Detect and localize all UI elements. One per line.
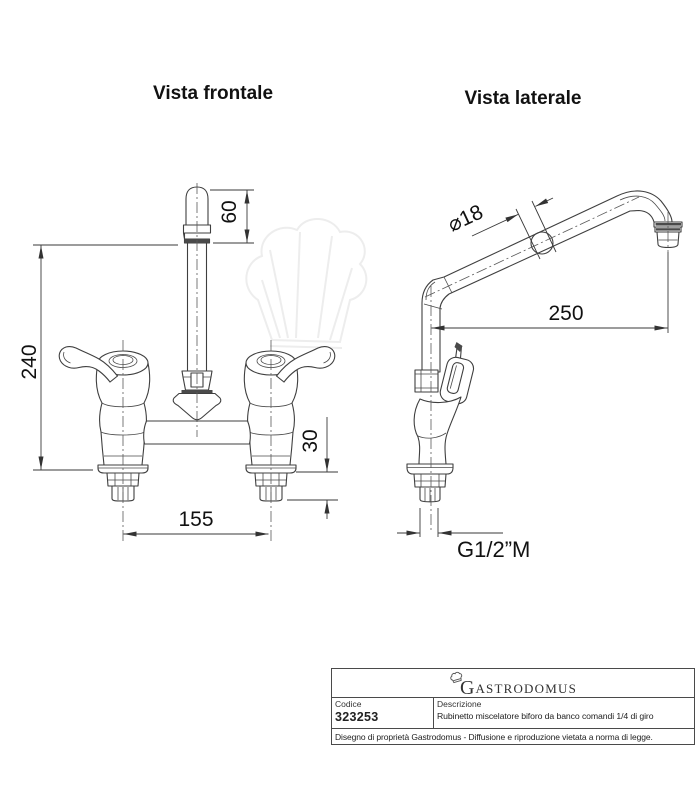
dim-label-thread: G1/2”M	[457, 537, 530, 562]
description-value: Rubinetto miscelatore biforo da banco co…	[437, 711, 654, 721]
swivel-joint	[530, 231, 554, 255]
code-cell: Codice 323253	[332, 698, 434, 728]
code-label: Codice	[335, 699, 362, 709]
disclaimer-text: Disegno di proprietà Gastrodomus - Diffu…	[335, 731, 653, 742]
centerline-spout-axis	[424, 196, 640, 298]
dim-label-30: 30	[299, 429, 322, 452]
dim-label-240: 240	[18, 344, 41, 379]
dimension-250: 250	[431, 252, 669, 333]
chef-hat-icon	[450, 671, 463, 684]
title-block-data-row: Codice 323253 Descrizione Rubinetto misc…	[332, 698, 694, 729]
dimension-thread: G1/2”M	[397, 508, 530, 562]
brand-initial: G	[459, 677, 476, 699]
brand-name: ASTRODOMUS	[475, 681, 578, 696]
dimension-60: 60	[210, 189, 254, 244]
code-value: 323253	[335, 710, 379, 724]
dim-label-155: 155	[178, 508, 213, 531]
dimension-155: 155	[123, 508, 269, 537]
side-valve-body	[406, 342, 475, 503]
description-cell: Descrizione Rubinetto miscelatore biforo…	[434, 698, 694, 728]
valve-body-right	[243, 345, 336, 502]
front-view: Vista frontale	[18, 83, 338, 542]
dimension-240: 240	[18, 244, 178, 471]
dim-label-diameter: ⌀18	[444, 200, 486, 236]
valve-body-left	[58, 345, 151, 502]
front-view-title: Vista frontale	[153, 83, 273, 104]
swing-spout	[421, 190, 683, 373]
description-label: Descrizione	[437, 699, 482, 709]
dimension-diameter-18: ⌀18	[444, 197, 557, 260]
title-block-disclaimer-row: Disegno di proprietà Gastrodomus - Diffu…	[332, 729, 694, 744]
side-view-title: Vista laterale	[465, 88, 582, 109]
dim-label-60: 60	[218, 200, 241, 223]
side-view: Vista laterale	[397, 88, 683, 562]
dimension-30: 30	[287, 417, 338, 519]
dim-label-250: 250	[548, 302, 583, 325]
handle-lever	[58, 345, 119, 383]
watermark-chef-hat	[245, 218, 368, 349]
